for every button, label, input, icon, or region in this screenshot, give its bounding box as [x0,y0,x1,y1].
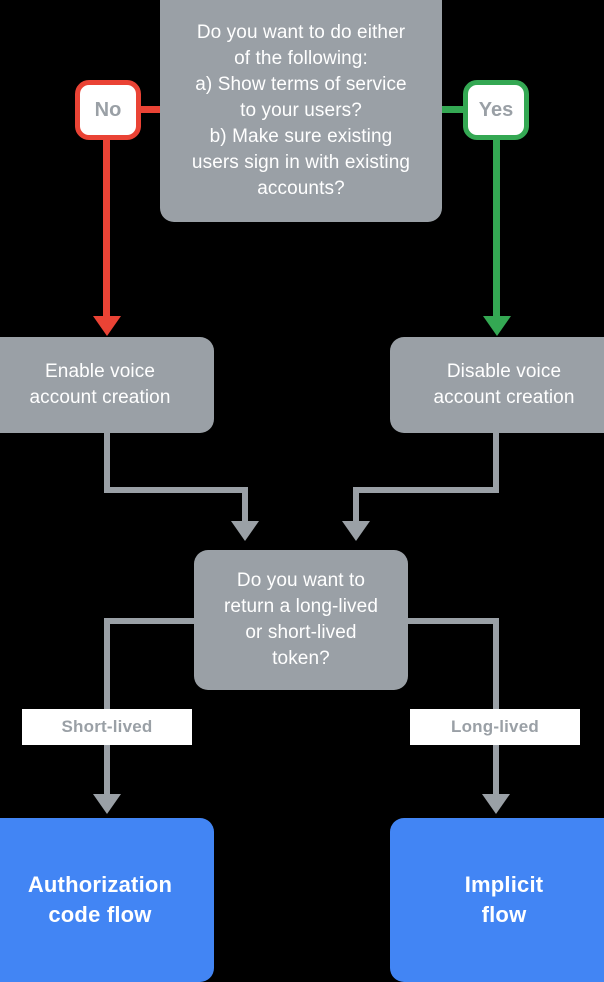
connector-enable-across [104,487,248,493]
badge-no[interactable]: No [75,80,141,140]
node-authorization-code-flow-text: Authorization code flow [27,872,173,927]
node-token-question-text: Do you want to return a long-lived or sh… [224,570,378,669]
node-authorization-code-flow[interactable]: Authorization code flow [0,818,214,982]
node-implicit-flow-text: Implicit flow [464,872,544,927]
arrow-disable-to-token [342,521,370,541]
connector-no-vertical [103,140,110,320]
node-top-question[interactable]: Do you want to do either of the followin… [160,0,442,222]
arrow-yes-down [483,316,511,336]
connector-token-right-across [401,618,499,624]
node-enable-voice[interactable]: Enable voice account creation [0,337,214,433]
node-implicit-flow[interactable]: Implicit flow [390,818,604,982]
node-top-question-text: Do you want to do either of the followin… [191,22,411,199]
connector-disable-down [493,430,499,492]
connector-yes-vertical [493,140,500,320]
connector-yes-to-question [442,106,466,113]
arrow-no-down [93,316,121,336]
arrow-short-lived [93,794,121,814]
connector-no-to-question [138,106,162,113]
node-enable-voice-text: Enable voice account creation [29,361,171,408]
connector-long-lived-down [493,618,499,798]
connector-token-left-across [104,618,204,624]
connector-enable-down [104,430,110,492]
connector-enable-into-token [242,487,248,525]
badge-no-label: No [94,98,122,121]
arrow-long-lived [482,794,510,814]
connector-short-lived-down [104,618,110,798]
edge-label-short-lived-text: Short-lived [61,717,153,736]
node-token-question[interactable]: Do you want to return a long-lived or sh… [194,550,408,690]
edge-label-long-lived-text: Long-lived [451,717,539,736]
badge-yes-label: Yes [478,98,514,121]
badge-yes[interactable]: Yes [463,80,529,140]
arrow-enable-to-token [231,521,259,541]
node-disable-voice[interactable]: Disable voice account creation [390,337,604,433]
edge-label-long-lived: Long-lived [410,709,580,745]
connector-disable-into-token [353,487,359,525]
connector-disable-across [353,487,499,493]
node-disable-voice-text: Disable voice account creation [433,361,575,408]
edge-label-short-lived: Short-lived [22,709,192,745]
